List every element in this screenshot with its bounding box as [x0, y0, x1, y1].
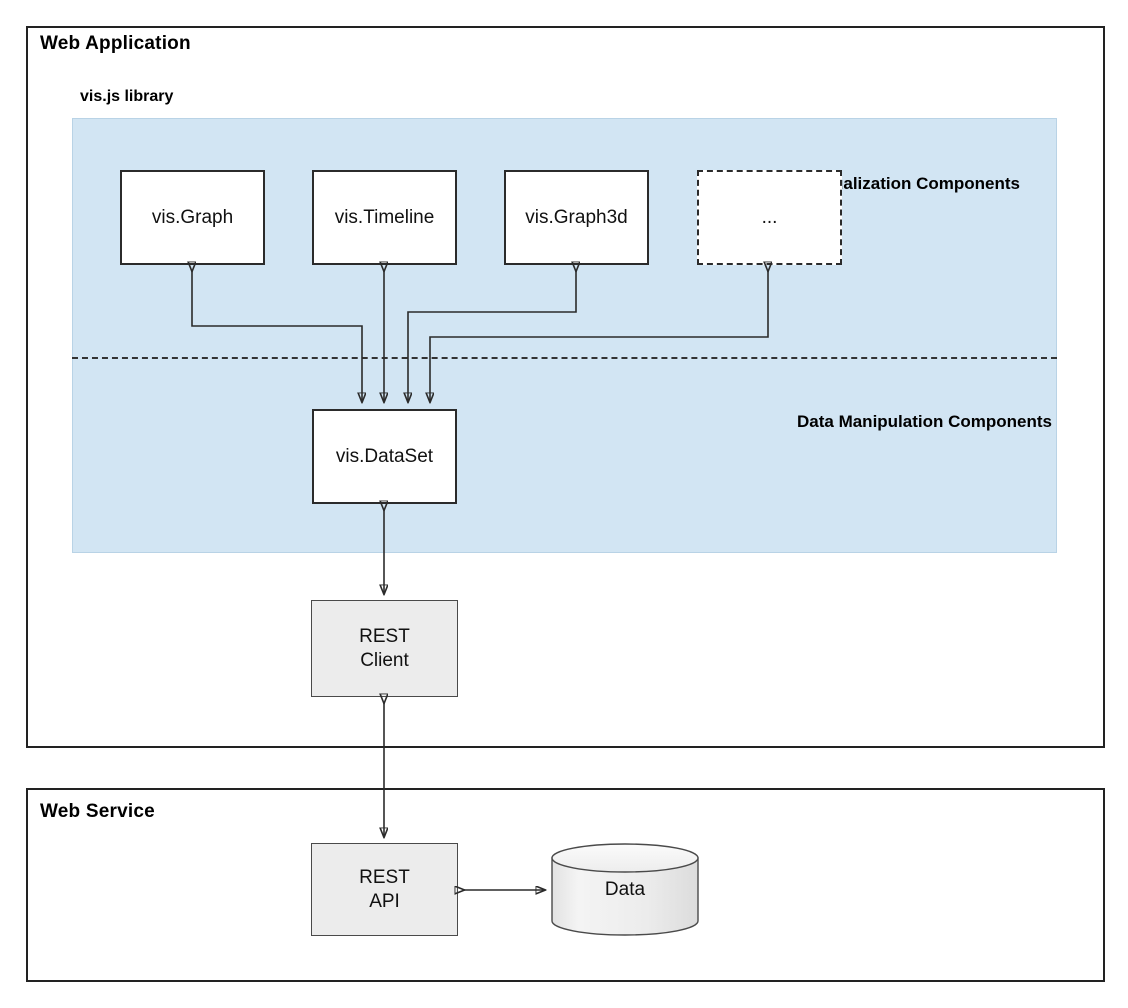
data-store-label: Data — [604, 878, 646, 900]
node-vis-timeline[interactable]: vis.Timeline — [312, 170, 457, 265]
node-vis-graph[interactable]: vis.Graph — [120, 170, 265, 265]
web-service-title: Web Service — [40, 801, 155, 822]
node-rest-api[interactable]: REST API — [311, 843, 458, 936]
node-vis-graph3d[interactable]: vis.Graph3d — [504, 170, 649, 265]
zone-divider — [72, 357, 1057, 359]
node-data-store[interactable]: Data — [551, 843, 699, 936]
vis-js-library-label: vis.js library — [80, 88, 174, 105]
node-vis-dataset[interactable]: vis.DataSet — [312, 409, 457, 504]
node-more-components[interactable]: ... — [697, 170, 842, 265]
data-manipulation-components-label: Data Manipulation Components — [797, 412, 1052, 431]
visualization-components-label: Visualization Components — [807, 174, 1020, 193]
node-rest-client[interactable]: REST Client — [311, 600, 458, 697]
web-application-title: Web Application — [40, 33, 191, 54]
